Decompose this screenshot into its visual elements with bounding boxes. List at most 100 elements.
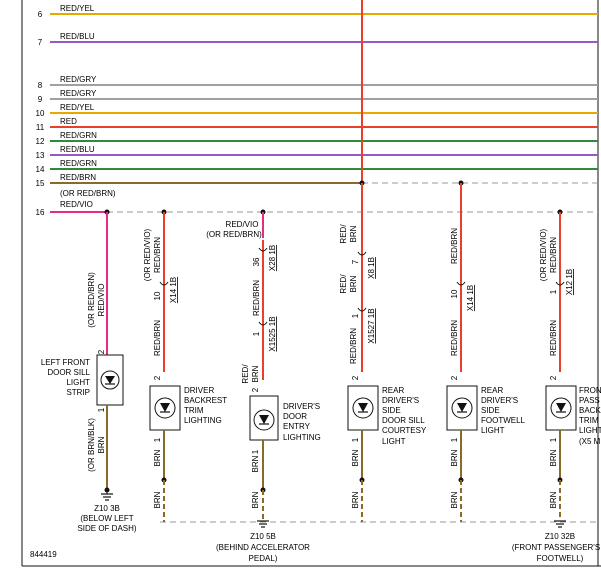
bus-line-label: RED/GRY bbox=[60, 89, 97, 98]
connector-icon bbox=[159, 281, 169, 286]
wire-color: RED/VIO bbox=[226, 220, 259, 229]
connector-icon bbox=[357, 307, 367, 312]
connector-icon bbox=[258, 321, 268, 326]
device-label-1: DRIVER bbox=[184, 386, 214, 395]
circuit-rear-driver-door-sill: RED/ BRN 7 X8 1B RED/ BRN 1 X1527 1B RED… bbox=[339, 183, 427, 522]
device-label-3: LIGHT bbox=[66, 378, 90, 387]
pin-number: 1 bbox=[97, 407, 106, 412]
ground-id: Z10 32B bbox=[545, 532, 575, 541]
ground-location-1: (BELOW LEFT bbox=[80, 514, 133, 523]
connector-icon bbox=[357, 251, 367, 256]
ground-symbol-icon bbox=[554, 520, 566, 528]
pin-number: 1 bbox=[251, 449, 260, 454]
bus-lines: 6RED/YEL7RED/BLU8RED/GRY9RED/GRY10RED/YE… bbox=[36, 4, 598, 188]
ground-location-2: SIDE OF DASH) bbox=[77, 524, 136, 533]
device-label-2: DOOR SILL bbox=[47, 368, 90, 377]
wire-color: RED/BRN bbox=[549, 237, 558, 273]
wire-color: RED/BRN bbox=[549, 320, 558, 356]
device-label-3: SIDE bbox=[382, 406, 401, 415]
circuit-driver-backrest: (OR RED/VIO) RED/BRN 10 X14 1B RED/BRN 2… bbox=[143, 212, 227, 522]
bus-line-number: 7 bbox=[38, 38, 43, 47]
bus-line-label: RED/BRN bbox=[60, 173, 96, 182]
ground-wire: BRN bbox=[251, 491, 260, 508]
device-label-2: DRIVER'S bbox=[481, 396, 518, 405]
device-label-2: BACKREST bbox=[184, 396, 227, 405]
bus-line-label: RED/GRY bbox=[60, 75, 97, 84]
connector-pin: 10 bbox=[153, 291, 162, 300]
wire-color: BRN bbox=[349, 275, 358, 292]
ground-wire: BRN bbox=[97, 436, 106, 453]
diagram-id: 844419 bbox=[30, 550, 57, 559]
device-label-1: REAR bbox=[481, 386, 503, 395]
ground-wire-alt: (OR BRN/BLK) bbox=[87, 418, 96, 472]
led-icon bbox=[550, 397, 572, 419]
bus-line-number: 13 bbox=[36, 151, 45, 160]
ground-symbol-icon bbox=[257, 520, 269, 528]
connector-pin: 7 bbox=[351, 259, 360, 264]
connector-pin: 10 bbox=[450, 289, 459, 298]
bus-line-label: RED bbox=[60, 117, 77, 126]
device-label-5: COURTESY bbox=[382, 426, 427, 435]
device-label-4: STRIP bbox=[66, 388, 90, 397]
ground-wire: BRN bbox=[351, 449, 360, 466]
ground-wire: BRN bbox=[251, 455, 260, 472]
connector-icon bbox=[456, 281, 466, 286]
ground-symbol-icon bbox=[101, 490, 113, 501]
wire-color: RED/BRN bbox=[450, 228, 459, 264]
ground-wire: BRN bbox=[153, 449, 162, 466]
line16-number: 16 bbox=[36, 208, 45, 217]
bus-line-number: 14 bbox=[36, 165, 45, 174]
wire-color: RED/BRN bbox=[153, 237, 162, 273]
connector-pin: 36 bbox=[252, 257, 261, 266]
connector-id: X1525 1B bbox=[268, 316, 277, 351]
device-label-4: DOOR SILL bbox=[382, 416, 425, 425]
bus-line-number: 9 bbox=[38, 95, 43, 104]
wire-color: RED/BRN bbox=[349, 328, 358, 364]
led-icon bbox=[451, 397, 473, 419]
device-label-1: DRIVER'S bbox=[283, 402, 320, 411]
connector-id: X14 1B bbox=[466, 285, 475, 311]
bus-line-number: 8 bbox=[38, 81, 43, 90]
led-icon bbox=[154, 397, 176, 419]
device-label-2: DRIVER'S bbox=[382, 396, 419, 405]
device-label-6: (X5 M bbox=[579, 437, 601, 446]
device-label-3: SIDE bbox=[481, 406, 500, 415]
ground-id: Z10 3B bbox=[94, 504, 120, 513]
connector-icon bbox=[258, 247, 268, 252]
connector-pin: 1 bbox=[351, 313, 360, 318]
connector-id: X12 1B bbox=[565, 269, 574, 295]
device-label-5: LIGHT bbox=[481, 426, 505, 435]
device-label-2: PASS bbox=[579, 396, 600, 405]
connector-pin: 1 bbox=[549, 289, 558, 294]
device-label-2: DOOR bbox=[283, 412, 307, 421]
device-label-5: LIGHT bbox=[579, 426, 601, 435]
pin-number: 2 bbox=[549, 375, 558, 380]
bus-line-number: 6 bbox=[38, 10, 43, 19]
bus-line-label: RED/YEL bbox=[60, 103, 95, 112]
circuit-driver-door-entry: RED/VIO (OR RED/BRN) 36 X28 1B RED/BRN 1… bbox=[206, 212, 321, 563]
bus-line-label: RED/YEL bbox=[60, 4, 95, 13]
device-label-3: ENTRY bbox=[283, 422, 311, 431]
connector-icon bbox=[555, 281, 565, 286]
ground-wire: BRN bbox=[450, 491, 459, 508]
bus-line-label: RED/BLU bbox=[60, 145, 95, 154]
ground-wire: BRN bbox=[450, 449, 459, 466]
connector-id: X14 1B bbox=[169, 277, 178, 303]
ground-wire: BRN bbox=[153, 491, 162, 508]
pin-number: 2 bbox=[251, 387, 260, 392]
wire-color-alt: (OR RED/VIO) bbox=[143, 228, 152, 281]
wire-color: BRN bbox=[251, 365, 260, 382]
device-label-3: TRIM bbox=[184, 406, 204, 415]
device-label-1: FRONT bbox=[579, 386, 601, 395]
wire-color: RED/BRN bbox=[450, 320, 459, 356]
connector-id: X1527 1B bbox=[367, 308, 376, 343]
connector-id: X28 1B bbox=[268, 245, 277, 271]
ground-wire: BRN bbox=[549, 449, 558, 466]
pin-number: 1 bbox=[351, 437, 360, 442]
wire-color: RED/ bbox=[339, 274, 348, 294]
circuit-front-passenger-backrest: (OR RED/VIO) RED/BRN 1 X12 1B RED/BRN 2 … bbox=[512, 212, 601, 563]
bus-line-label: RED/BLU bbox=[60, 32, 95, 41]
ground-wire: BRN bbox=[351, 491, 360, 508]
